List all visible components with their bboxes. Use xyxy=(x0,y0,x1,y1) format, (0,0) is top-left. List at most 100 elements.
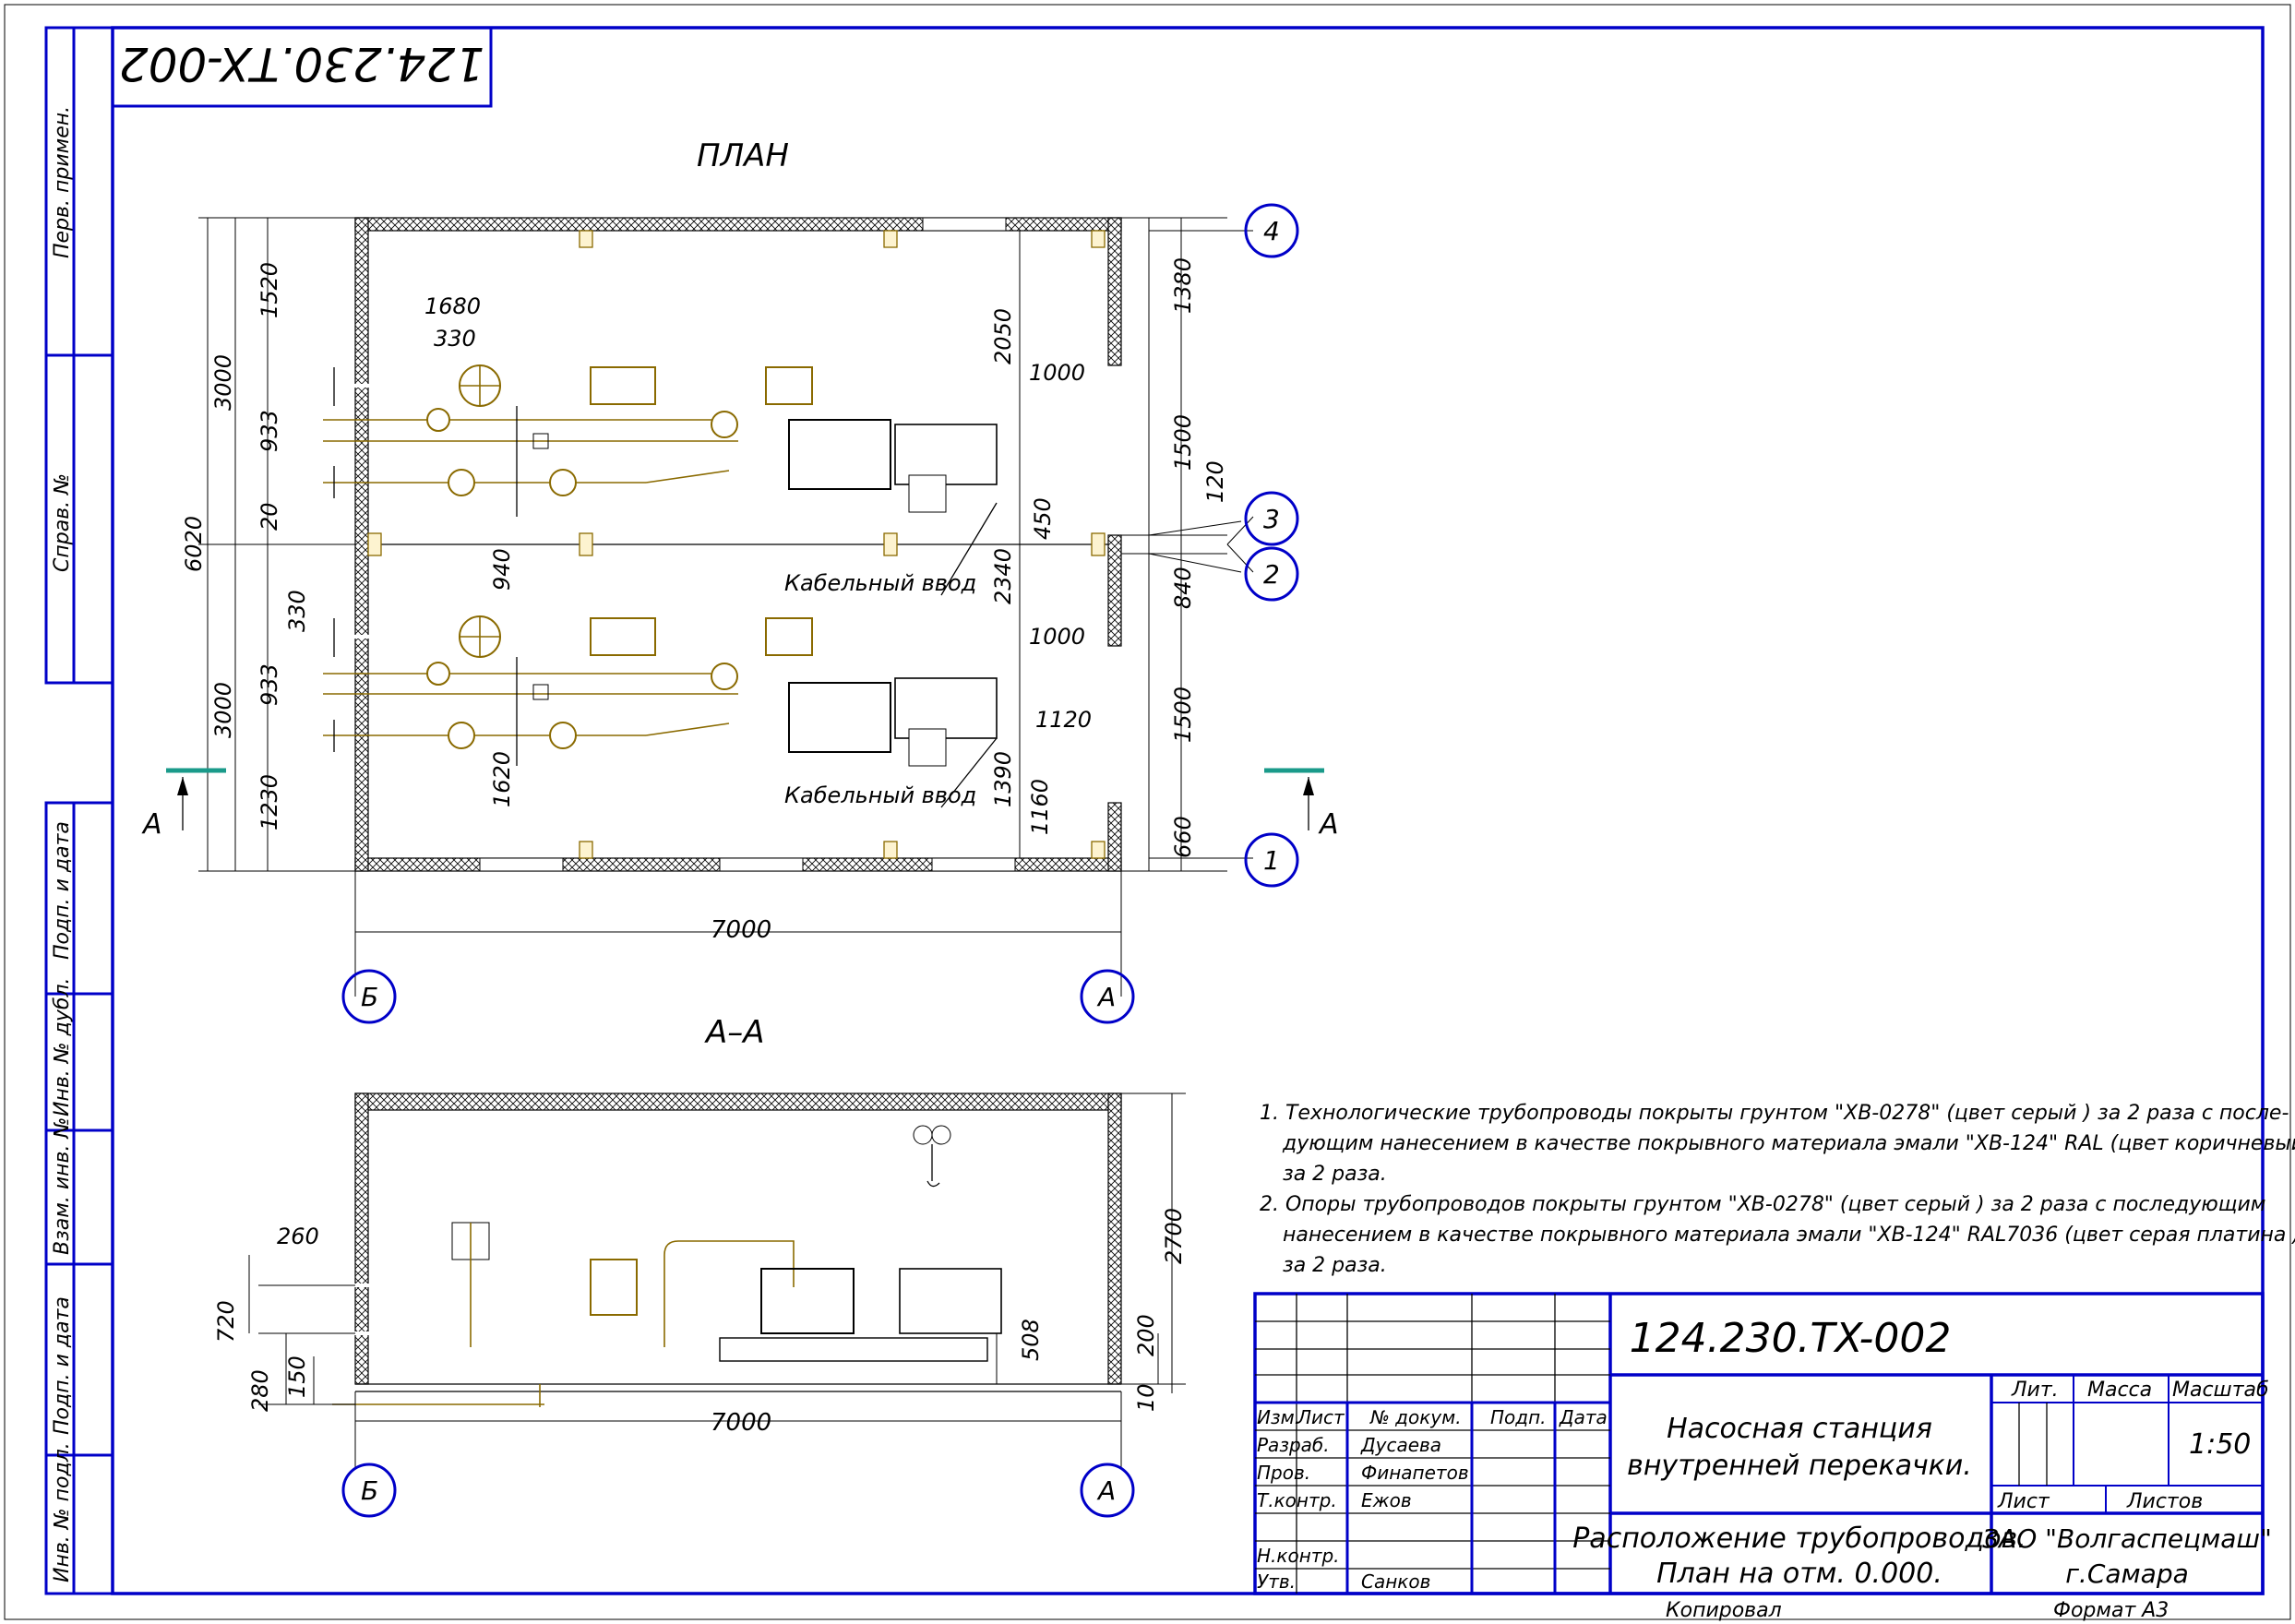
side-label-vzam: Взам. инв. № xyxy=(51,1117,74,1255)
plan-dim-330-b: 330 xyxy=(434,326,476,352)
plan-dim-1620: 1620 xyxy=(489,751,515,807)
axis-a-section: А xyxy=(1080,1463,1135,1518)
axis-b-plan: Б xyxy=(341,871,397,1024)
tb-header-podp: Подп. xyxy=(1490,1406,1547,1428)
top-stamp: 124.230.TX-002 xyxy=(111,26,493,108)
axis-a-plan: А xyxy=(1080,969,1135,1024)
svg-text:2: 2 xyxy=(1263,559,1280,590)
plan-dim-1520: 1520 xyxy=(257,262,282,318)
tb-scale-value: 1:50 xyxy=(2189,1428,2251,1461)
side-label-podp-1: Подп. и дата xyxy=(51,821,74,960)
plan-dim-6020: 6020 xyxy=(181,516,207,572)
section-dim-7000: 7000 xyxy=(711,1409,771,1437)
note-line-4: 2. Опоры трубопроводов покрыты грунтом "… xyxy=(1260,1193,2265,1216)
tb-role-nkontr: Н.контр. xyxy=(1257,1545,1340,1567)
plan-dim-2340: 2340 xyxy=(990,548,1016,604)
tb-name-tkontr: Ежов xyxy=(1361,1489,1412,1511)
axis-b-section: Б xyxy=(341,1463,397,1518)
section-mark-right: А xyxy=(1264,768,1339,841)
section-dim-280: 280 xyxy=(247,1369,273,1412)
plan-dim-1500-a: 1500 xyxy=(1170,414,1196,471)
tb-role-razrab: Разраб. xyxy=(1257,1434,1330,1456)
plan-dim-933-b: 933 xyxy=(257,663,282,706)
pipe-group-lower xyxy=(323,615,998,767)
note-line-6: за 2 раза. xyxy=(1283,1254,1387,1277)
plan-dim-1000-b: 1000 xyxy=(1029,624,1085,650)
plan-dim-1680: 1680 xyxy=(424,293,481,319)
tb-sheet-title-1: Расположение трубопроводов. xyxy=(1572,1522,2026,1555)
section-dim-720: 720 xyxy=(213,1300,239,1343)
plan-dim-940: 940 xyxy=(489,548,515,591)
tb-name-prov: Финапетов xyxy=(1361,1462,1469,1484)
title-block: Изм. Лист № докум. Подп. Дата Разраб. Ду… xyxy=(1253,1292,2272,1595)
plan-view: ПЛАН xyxy=(141,137,1339,1024)
tb-header-date: Дата xyxy=(1559,1406,1608,1428)
section-dim-2700: 2700 xyxy=(1161,1208,1187,1264)
section-dim-10: 10 xyxy=(1133,1383,1159,1412)
tb-name-line-1: Насосная станция xyxy=(1667,1413,1932,1445)
side-label-podp-2: Подп. и дата xyxy=(51,1296,74,1435)
plan-dim-1500-b: 1500 xyxy=(1170,687,1196,743)
tb-lit-label: Лит. xyxy=(2011,1379,2059,1402)
section-dim-200: 200 xyxy=(1133,1314,1159,1356)
side-label-perv: Перв. примен. xyxy=(51,106,74,258)
side-strip: Перв. примен. Справ. № Подп. и дата Инв.… xyxy=(44,26,114,1595)
note-line-1: 1. Технологические трубопроводы покрыты … xyxy=(1260,1102,2289,1125)
plan-dim-450: 450 xyxy=(1030,497,1056,540)
note-line-5: нанесением в качестве покрывного материа… xyxy=(1283,1224,2295,1247)
tb-sheet-title-2: План на отм. 0.000. xyxy=(1656,1558,1942,1590)
top-stamp-code: 124.230.TX-002 xyxy=(119,37,484,90)
plan-dim-840: 840 xyxy=(1170,567,1196,609)
plan-dim-1390: 1390 xyxy=(990,751,1016,807)
copied-label: Копировал xyxy=(1666,1599,1782,1622)
plan-dim-660: 660 xyxy=(1170,816,1196,858)
plan-dim-1000-a: 1000 xyxy=(1029,360,1085,386)
side-label-sprav: Справ. № xyxy=(51,473,74,572)
section-title: А–А xyxy=(704,1014,765,1051)
svg-text:Б: Б xyxy=(361,982,378,1012)
plan-dim-330: 330 xyxy=(284,590,310,632)
cable-entry-label-lower: Кабельный ввод xyxy=(784,782,976,808)
note-line-2: дующим нанесением в качестве покрывного … xyxy=(1282,1132,2295,1155)
cable-entry-label-upper: Кабельный ввод xyxy=(784,570,976,596)
axis-2: 2 xyxy=(1148,546,1299,602)
svg-text:Б: Б xyxy=(361,1475,378,1506)
plan-dim-2050: 2050 xyxy=(990,308,1016,364)
tb-code: 124.230.TX-002 xyxy=(1630,1315,1952,1362)
tb-sheet-label: Лист xyxy=(1997,1490,2050,1513)
format-label: Формат А3 xyxy=(2053,1599,2169,1622)
tb-company-2: г.Самара xyxy=(2065,1558,2189,1589)
tb-company-1: ЗАО "Волгаспецмаш" xyxy=(1982,1523,2272,1554)
axis-4: 4 xyxy=(1149,203,1299,258)
tb-scale-label: Масштаб xyxy=(2172,1379,2269,1402)
svg-text:1: 1 xyxy=(1263,845,1280,876)
tb-role-tkontr: Т.контр. xyxy=(1257,1489,1337,1511)
tb-role-prov: Пров. xyxy=(1257,1462,1310,1484)
tb-sheets-label: Листов xyxy=(2126,1490,2203,1513)
plan-dim-20: 20 xyxy=(257,502,282,531)
pipe-group-upper xyxy=(323,364,998,517)
svg-text:А: А xyxy=(1096,982,1116,1012)
tb-header-list: Лист xyxy=(1297,1406,1345,1428)
plan-dim-1230: 1230 xyxy=(257,774,282,830)
axis-3: 3 xyxy=(1148,491,1299,546)
tb-name-line-2: внутренней перекачки. xyxy=(1627,1450,1972,1482)
plan-dim-933-a: 933 xyxy=(257,410,282,452)
plan-dim-120: 120 xyxy=(1202,460,1228,503)
section-dim-508: 508 xyxy=(1018,1319,1044,1361)
tb-name-razrab: Дусаева xyxy=(1360,1434,1441,1456)
plan-title: ПЛАН xyxy=(697,137,789,174)
svg-text:А: А xyxy=(141,808,162,841)
plan-dim-3000-b: 3000 xyxy=(210,682,236,738)
svg-text:3: 3 xyxy=(1263,504,1280,534)
note-line-3: за 2 раза. xyxy=(1283,1163,1387,1186)
axis-1: 1 xyxy=(1149,832,1299,888)
plan-dim-3000-a: 3000 xyxy=(210,354,236,411)
svg-text:4: 4 xyxy=(1263,216,1280,246)
tb-mass-label: Масса xyxy=(2087,1379,2152,1402)
tb-role-utv: Утв. xyxy=(1257,1570,1296,1593)
tb-header-izm: Изм. xyxy=(1257,1406,1300,1428)
section-view: А–А xyxy=(213,1014,1187,1518)
plan-dim-1160: 1160 xyxy=(1027,779,1053,835)
